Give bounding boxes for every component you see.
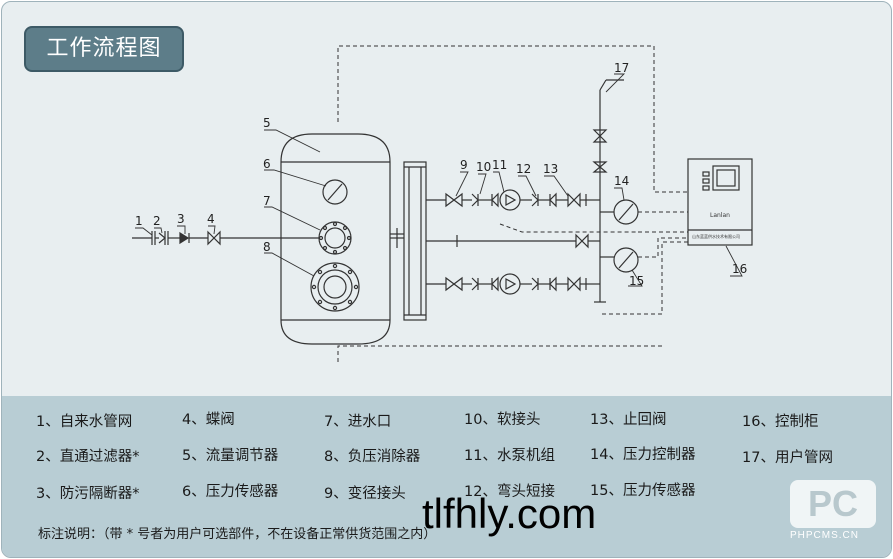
tank [280,133,391,345]
callout-17: 17 [614,61,629,75]
legend-item: 12、弯头短接 [464,484,555,500]
legend-item: 14、压力控制器 [590,447,696,463]
callout-4: 4 [207,212,215,226]
watermark-text: tlfhly.com [422,490,597,537]
pump-line-lower [426,273,600,295]
cabinet-company: 山东蓝蓝供水技术有限公司 [692,233,740,239]
callout-numbers: 1 2 3 4 5 6 7 8 9 10 11 12 13 14 15 16 1… [135,61,747,288]
legend-item: 13、止回阀 [590,412,667,428]
vacuum-eliminator [310,262,360,312]
diagram-title: 工作流程图 [24,26,184,72]
leader-lines [135,73,743,287]
callout-16: 16 [732,262,747,276]
callout-10: 10 [476,160,491,174]
phpcms-logo-text: PHPCMS.CN [790,530,860,541]
legend-item: 4、蝶阀 [182,412,235,428]
callout-12: 12 [516,162,531,176]
phpcms-logo: PC [790,480,876,528]
legend-item: 7、进水口 [324,414,392,430]
callout-13: 13 [543,162,558,176]
callout-11: 11 [492,158,507,172]
callout-5: 5 [263,116,271,130]
callout-8: 8 [263,240,271,254]
flow-diagram: Lanlan 山东蓝蓝供水技术有限公司 1 2 3 [132,45,753,362]
cabinet-brand: Lanlan [710,212,730,219]
legend-item: 6、压力传感器 [182,484,279,500]
tank-pressure-gauge [322,179,348,205]
callout-2: 2 [153,214,161,228]
outlet-riser [592,79,624,303]
callout-15: 15 [629,274,644,288]
pump-line-upper [426,189,600,211]
header-column [403,161,427,321]
legend-item: 16、控制柜 [742,414,819,430]
legend-item: 9、变径接头 [324,486,406,502]
callout-9: 9 [460,158,468,172]
legend-item: 15、压力传感器 [590,483,696,499]
callout-6: 6 [263,157,271,171]
legend-item: 17、用户管网 [742,450,833,466]
control-dashed-lines [337,45,688,362]
callout-7: 7 [263,194,271,208]
legend-item: 5、流量调节器 [182,448,279,464]
inlet-flange [318,221,352,255]
inlet-pipe [132,230,319,246]
legend-note: 标注说明：（带 * 号者为用户可选部件，不在设备正常供货范围之内） [38,527,437,542]
callout-14: 14 [614,174,629,188]
legend-panel: 1、自来水管网 2、直通过滤器* 3、防污隔断器* 4、蝶阀 5、流量调节器 6… [2,396,891,557]
control-cabinet: Lanlan 山东蓝蓝供水技术有限公司 [687,158,753,246]
legend-item: 11、水泵机组 [464,448,555,464]
legend-item: 8、负压消除器 [324,449,421,465]
legend-item: 2、直通过滤器* [36,449,140,465]
legend-item: 1、自来水管网 [36,414,133,430]
legend-item: 10、软接头 [464,412,541,428]
callout-1: 1 [135,214,143,228]
callout-3: 3 [177,212,185,226]
bypass-line [426,233,600,249]
pressure-controller-gauge [613,199,639,225]
legend-item: 3、防污隔断器* [36,486,140,502]
pressure-sensor-gauge [613,247,639,273]
